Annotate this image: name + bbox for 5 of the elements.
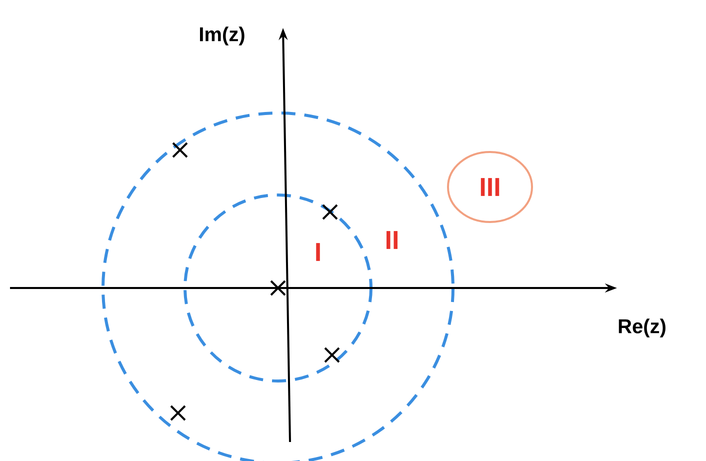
region-label: II — [386, 231, 398, 249]
circled-label: III — [447, 151, 533, 223]
axis-label: Re(z) — [618, 318, 666, 338]
region-label: I — [316, 243, 320, 261]
axis-label: Im(z) — [200, 26, 244, 46]
